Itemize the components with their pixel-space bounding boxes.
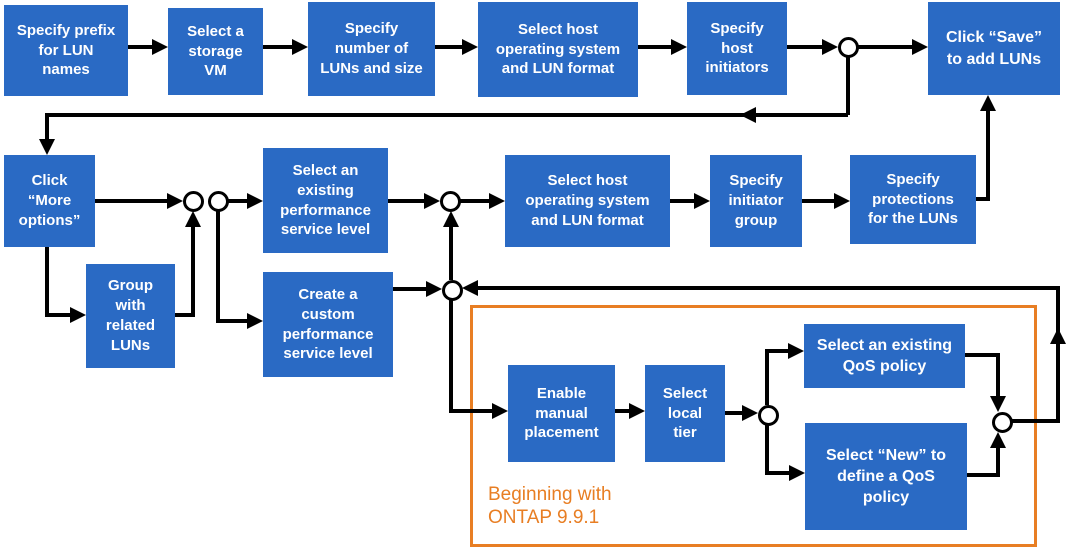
connector-line [228,199,247,203]
node-select-storage-vm: Select a storage VM [168,8,263,95]
arrowhead-up-icon [980,95,996,111]
junction-circle-4 [442,280,463,301]
connector-line [45,115,49,141]
connector-line [95,199,167,203]
node-specify-host-initiators: Specify host initiators [687,2,787,95]
connector-line [191,227,195,315]
connector-line [216,319,247,323]
connector-line [478,286,1060,290]
junction-circle-3 [440,191,461,212]
junction-circle-6 [992,412,1013,433]
connector-line [858,45,912,49]
arrowhead-left-icon [462,280,478,296]
junction-circle-5 [758,405,779,426]
arrowhead-right-icon [789,465,805,481]
connector-line [128,45,152,49]
connector-line [435,45,462,49]
junction-circle-1 [183,191,204,212]
arrowhead-up-icon [443,211,459,227]
arrowhead-right-icon [426,281,442,297]
node-select-local-tier: Select local tier [645,365,725,462]
connector-line [725,411,742,415]
arrowhead-right-icon [694,193,710,209]
node-group-with-related-luns: Group with related LUNs [86,264,175,368]
arrowhead-right-icon [292,39,308,55]
connector-line [765,471,789,475]
node-select-new-qos-policy: Select “New” to define a QoS policy [805,423,967,530]
connector-line [638,45,671,49]
node-select-host-os-mid: Select host operating system and LUN for… [505,155,670,247]
connector-line [216,211,220,323]
arrowhead-right-icon [788,343,804,359]
arrowhead-right-icon [629,403,645,419]
connector-line [263,45,292,49]
connector-line [846,57,850,115]
connector-line [965,353,1000,357]
node-specify-initiator-group: Specify initiator group [710,155,802,247]
arrowhead-right-icon [247,313,263,329]
ontap-version-annotation: Beginning with ONTAP 9.9.1 [488,484,612,528]
arrowhead-left-icon [740,107,756,123]
arrowhead-right-icon [822,39,838,55]
connector-line [45,113,848,117]
junction-circle-top [838,37,859,58]
connector-line [996,353,1000,396]
arrowhead-right-icon [424,193,440,209]
connector-line [45,313,70,317]
connector-line [787,45,822,49]
connector-line [802,199,834,203]
connector-line [765,350,769,405]
connector-line [449,409,492,413]
node-click-more-options: Click “More options” [4,155,95,247]
connector-line [460,199,489,203]
connector-line [976,197,990,201]
connector-line [45,247,49,317]
ontap-991-group-box [470,305,1037,547]
arrowhead-right-icon [742,405,758,421]
node-select-existing-performance-service-level: Select an existing performance service l… [263,148,388,253]
arrowhead-up-icon [185,211,201,227]
arrowhead-right-icon [247,193,263,209]
node-select-existing-qos-policy: Select an existing QoS policy [804,324,965,388]
connector-line [670,199,694,203]
arrowhead-right-icon [489,193,505,209]
node-create-custom-performance-service-level: Create a custom performance service leve… [263,272,393,377]
arrowhead-right-icon [492,403,508,419]
junction-circle-2 [208,191,229,212]
connector-line [175,313,195,317]
node-select-host-os-top: Select host operating system and LUN for… [478,2,638,97]
connector-line [615,409,629,413]
connector-line [393,287,426,291]
connector-line [765,425,769,475]
connector-line [449,300,453,411]
arrowhead-up-icon [1050,328,1066,344]
arrowhead-right-icon [70,307,86,323]
arrowhead-right-icon [912,39,928,55]
arrowhead-right-icon [167,193,183,209]
connector-line [1012,419,1060,423]
connector-line [388,199,424,203]
node-specify-prefix: Specify prefix for LUN names [4,5,128,96]
arrowhead-down-icon [39,139,55,155]
connector-line [986,109,990,200]
arrowhead-right-icon [834,193,850,209]
node-specify-protections: Specify protections for the LUNs [850,155,976,244]
node-specify-number-of-luns: Specify number of LUNs and size [308,2,435,96]
arrowhead-up-icon [990,432,1006,448]
arrowhead-right-icon [152,39,168,55]
node-enable-manual-placement: Enable manual placement [508,365,615,462]
connector-line [765,349,788,353]
arrowhead-right-icon [462,39,478,55]
connector-line [996,448,1000,477]
connector-line [1056,286,1060,421]
node-click-save: Click “Save” to add LUNs [928,2,1060,95]
arrowhead-right-icon [671,39,687,55]
connector-line [967,473,1000,477]
arrowhead-down-icon [990,396,1006,412]
connector-line [449,227,453,280]
